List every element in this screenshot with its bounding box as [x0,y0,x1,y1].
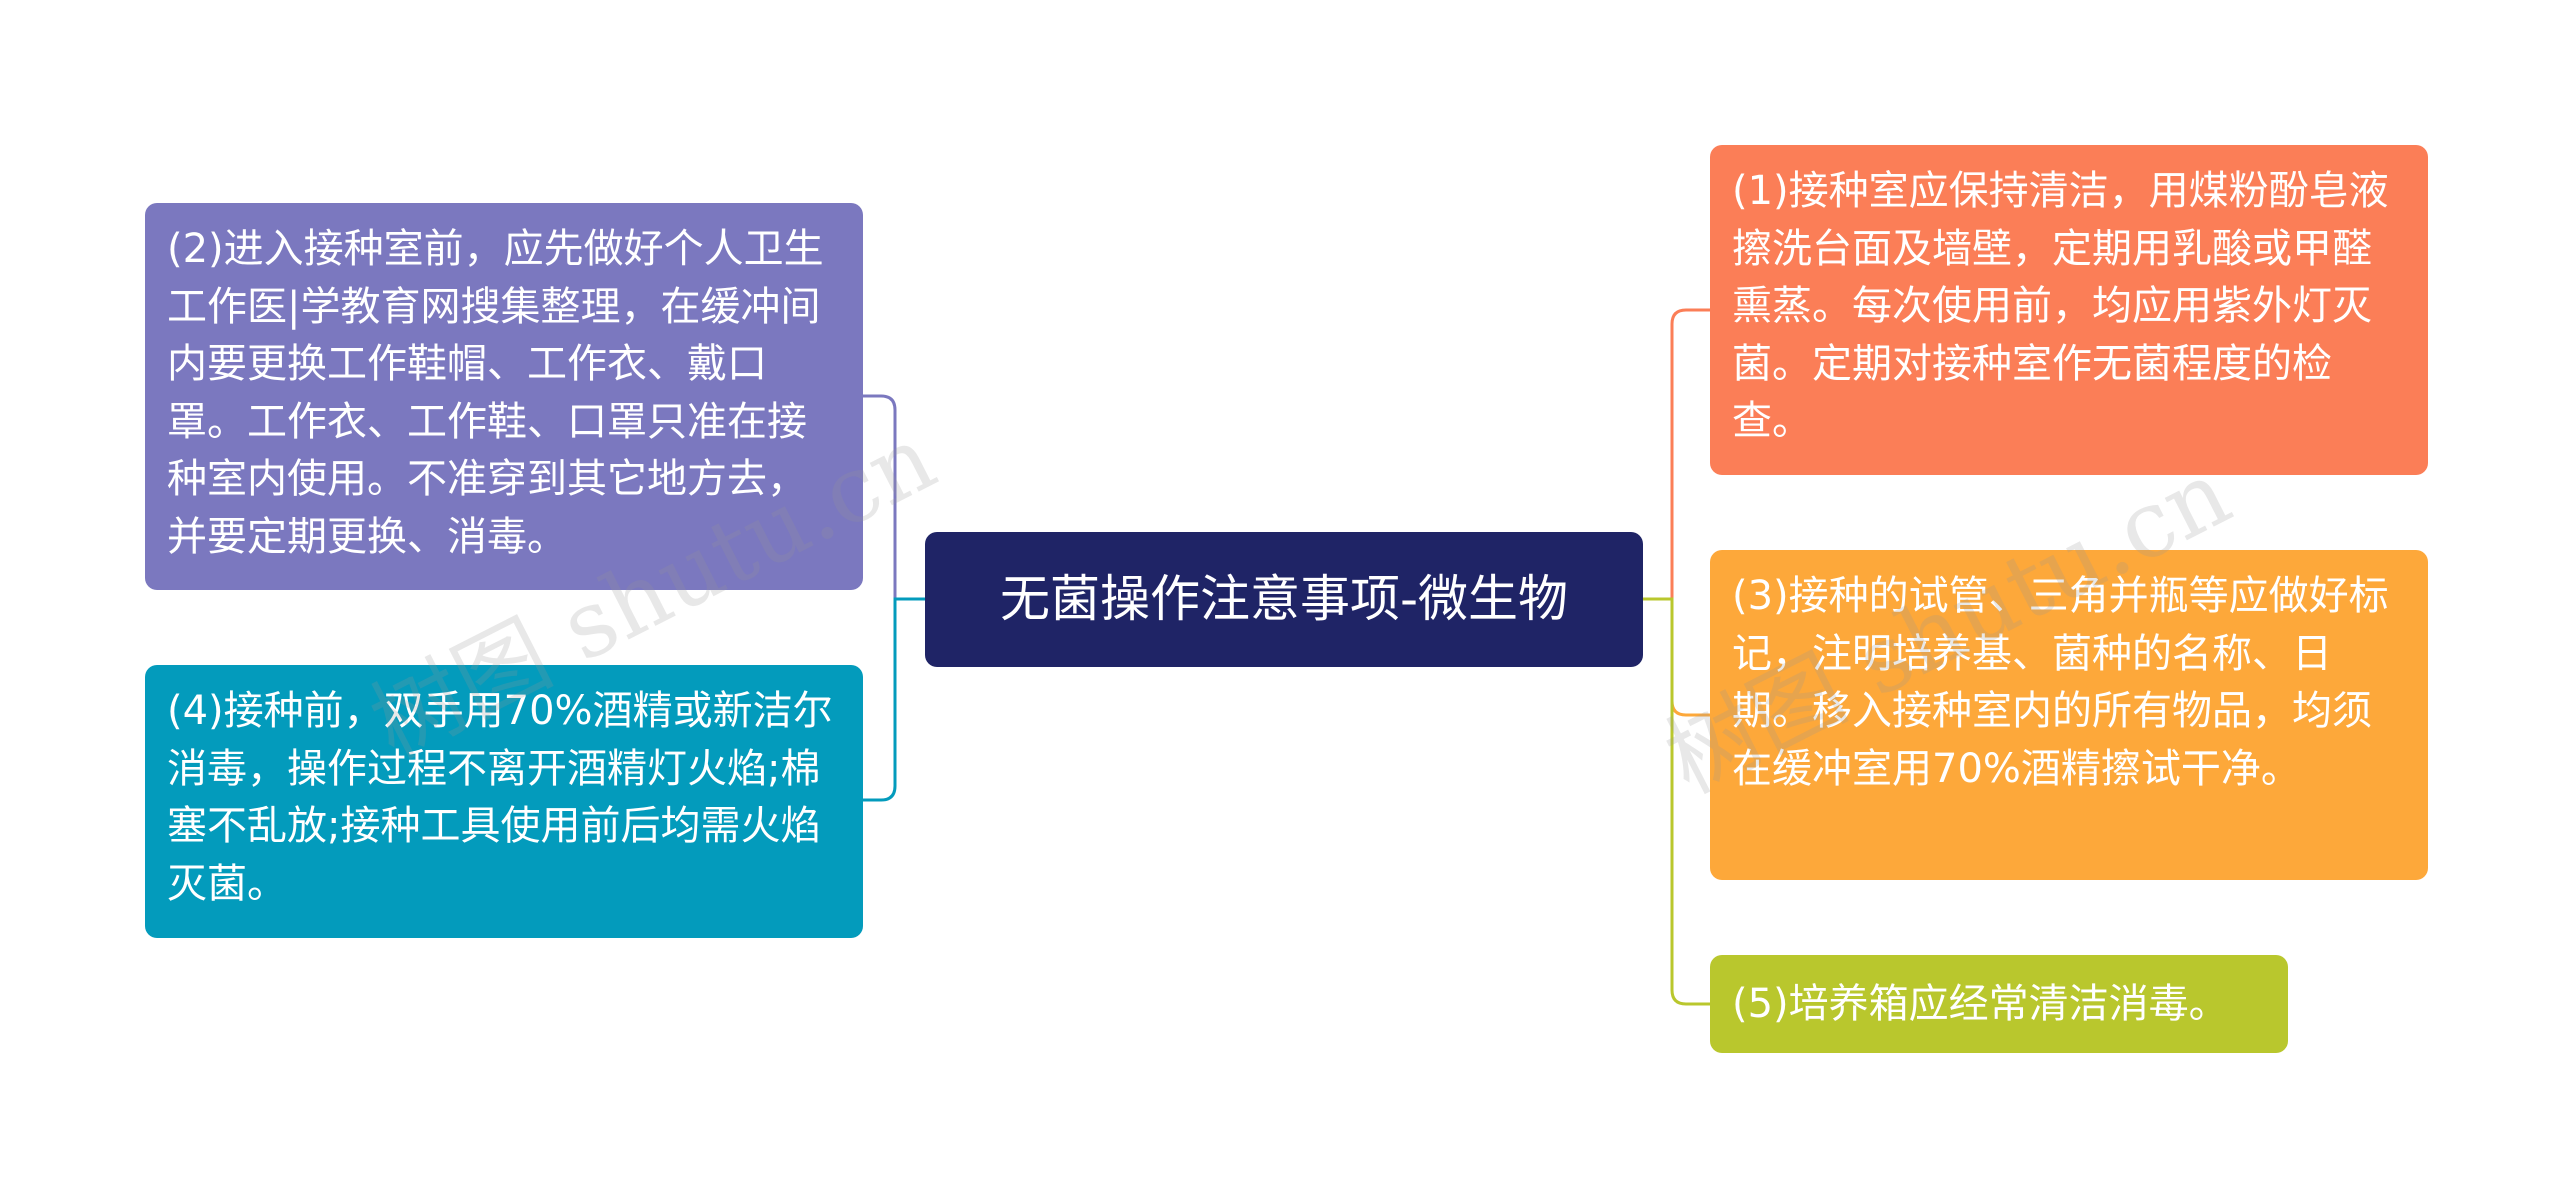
connector-root-to-n3 [1643,597,1710,717]
root-topic-node[interactable]: 无菌操作注意事项-微生物 [925,532,1643,667]
connector-root-to-n5 [1643,597,1710,1006]
connector-root-to-n1 [1643,308,1710,601]
topic-label-2: (2)进入接种室前，应先做好个人卫生工作医|学教育网搜集整理，在缓冲间内要更换工… [167,226,824,560]
topic-node-3[interactable]: (3)接种的试管、三角并瓶等应做好标记，注明培养基、菌种的名称、日期。移入接种室… [1710,550,2428,880]
topic-label-1: (1)接种室应保持清洁，用煤粉酚皂液擦洗台面及墙壁，定期用乳酸或甲醛熏蒸。每次使… [1732,168,2389,444]
topic-node-1[interactable]: (1)接种室应保持清洁，用煤粉酚皂液擦洗台面及墙壁，定期用乳酸或甲醛熏蒸。每次使… [1710,145,2428,475]
connector-root-to-n4 [863,597,925,802]
topic-node-2[interactable]: (2)进入接种室前，应先做好个人卫生工作医|学教育网搜集整理，在缓冲间内要更换工… [145,203,863,590]
topic-label-4: (4)接种前，双手用70%酒精或新洁尔消毒，操作过程不离开酒精灯火焰;棉塞不乱放… [167,688,833,907]
topic-node-5[interactable]: (5)培养箱应经常清洁消毒。 [1710,955,2288,1053]
topic-node-4[interactable]: (4)接种前，双手用70%酒精或新洁尔消毒，操作过程不离开酒精灯火焰;棉塞不乱放… [145,665,863,938]
topic-label-5: (5)培养箱应经常清洁消毒。 [1732,981,2229,1027]
root-topic-label: 无菌操作注意事项-微生物 [999,570,1569,628]
topic-label-3: (3)接种的试管、三角并瓶等应做好标记，注明培养基、菌种的名称、日期。移入接种室… [1732,573,2389,792]
connector-root-to-n2 [863,394,925,601]
